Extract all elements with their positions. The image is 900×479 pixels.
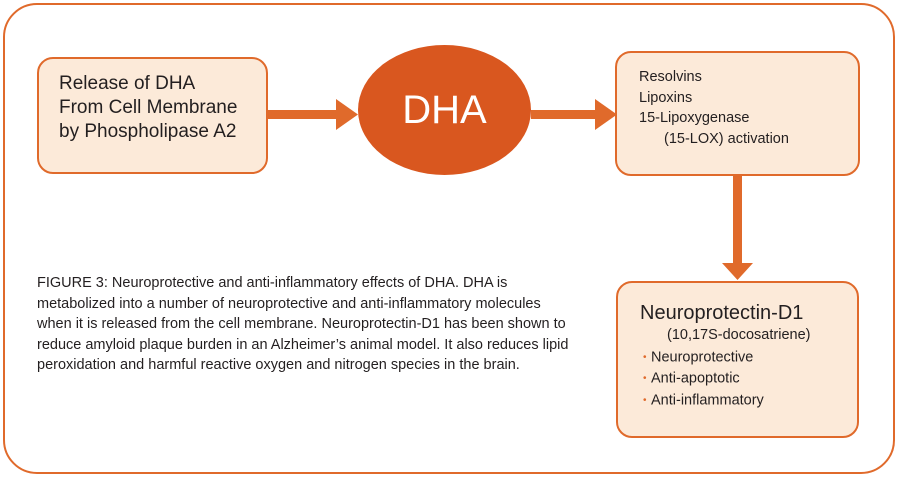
neuroprotectin-subtitle: (10,17S-docosatriene) xyxy=(667,327,811,343)
metabolite-line: Resolvins xyxy=(639,69,702,85)
effect-label: Anti-apoptotic xyxy=(651,370,740,387)
figure-caption: FIGURE 3: Neuroprotective and anti-infla… xyxy=(37,273,577,376)
arrow-release-to-dha-head xyxy=(336,99,358,130)
dha-node: DHA xyxy=(358,45,531,175)
metabolite-line: 15-Lipoxygenase xyxy=(639,110,750,126)
metabolites-box: Resolvins Lipoxins 15-Lipoxygenase (15-L… xyxy=(615,51,860,176)
neuroprotectin-title: Neuroprotectin-D1 xyxy=(640,302,804,324)
bullet-icon: • xyxy=(643,352,647,363)
release-of-dha-box: Release of DHA From Cell Membrane by Pho… xyxy=(37,57,268,174)
metabolite-line: (15-LOX) activation xyxy=(664,130,789,147)
arrow-metabolites-to-npd1-shaft xyxy=(733,176,742,264)
release-line: Release of DHA xyxy=(59,73,196,94)
release-line: From Cell Membrane xyxy=(59,97,238,118)
effect-label: Neuroprotective xyxy=(651,349,754,366)
effect-label: Anti-inflammatory xyxy=(651,391,764,408)
arrow-dha-to-metabolites-shaft xyxy=(531,110,597,119)
dha-label: DHA xyxy=(402,87,487,132)
bullet-icon: • xyxy=(643,394,647,406)
arrow-dha-to-metabolites-head xyxy=(595,99,617,130)
neuroprotectin-d1-box: Neuroprotectin-D1 (10,17S-docosatriene) … xyxy=(616,281,859,438)
release-line: by Phospholipase A2 xyxy=(59,121,237,142)
metabolite-line: Lipoxins xyxy=(639,89,693,106)
caption-text: FIGURE 3: Neuroprotective and anti-infla… xyxy=(37,275,569,373)
effect-item: • Anti-apoptotic xyxy=(640,368,857,389)
arrow-release-to-dha-shaft xyxy=(268,110,338,119)
bullet-icon: • xyxy=(643,373,647,385)
effect-item: • Anti-inflammatory xyxy=(640,390,857,411)
arrow-metabolites-to-npd1-head xyxy=(722,263,753,280)
effect-item: • Neuroprotective xyxy=(640,347,857,368)
